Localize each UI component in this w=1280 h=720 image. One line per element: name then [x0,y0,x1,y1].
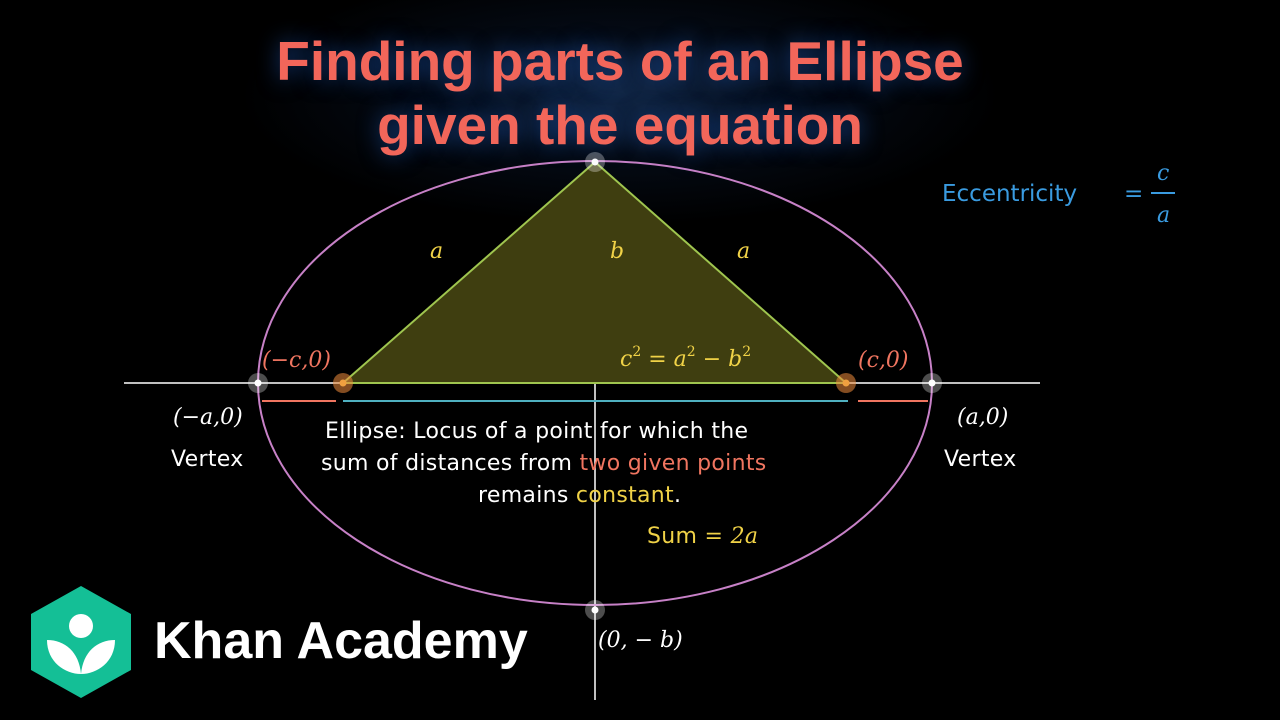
bottom-covertex-point [591,606,599,614]
right-vertex-point [928,379,936,387]
left-vertex-point [254,379,262,387]
definition-line-2: sum of distances from two given points [321,451,767,476]
bottom-covertex-label: (0, − b) [598,628,683,653]
side-a-right-label: a [737,239,750,264]
left-focus-label: (−c,0) [262,348,331,373]
eccentricity-numerator: c [1157,161,1169,186]
focal-triangle-fill [343,162,846,383]
definition-line-3-period: . [673,483,682,508]
eccentricity-equals: = [1124,181,1143,207]
left-vertex-coord-label: (−a,0) [173,405,243,430]
right-focus-point [842,379,850,387]
right-focus-label: (c,0) [858,348,908,373]
left-focal-segment [342,161,596,384]
title-line-1: Finding parts of an Ellipse [276,30,964,92]
side-a-left-label: a [430,239,443,264]
definition-line-3-text: remains [478,483,576,508]
khan-academy-wordmark: Khan Academy [150,608,584,674]
top-covertex-point [591,158,599,166]
khan-academy-logo-icon [25,582,137,700]
right-focal-segment [594,161,847,384]
sum-equals-2a: Sum = 2a [647,524,758,549]
left-focus-point [339,379,347,387]
eccentricity-denominator: a [1157,203,1170,228]
abc-relation: c2 = a2 − b2 [620,344,751,372]
definition-line-3: remains constant. [478,483,681,508]
two-given-points-highlight: two given points [579,451,767,476]
sum-word: Sum [647,524,698,549]
right-vertex-coord-label: (a,0) [957,405,1008,430]
right-vertex-word: Vertex [944,447,1017,472]
title-line-2: given the equation [377,94,863,156]
definition-line-1: Ellipse: Locus of a point for which the [325,419,749,444]
definition-line-2-text: sum of distances from [321,451,580,476]
left-vertex-word: Vertex [171,447,244,472]
eccentricity-label: Eccentricity [942,181,1077,207]
constant-highlight: constant [575,483,674,508]
side-b-label: b [610,239,624,264]
sum-value: = 2a [697,524,759,549]
